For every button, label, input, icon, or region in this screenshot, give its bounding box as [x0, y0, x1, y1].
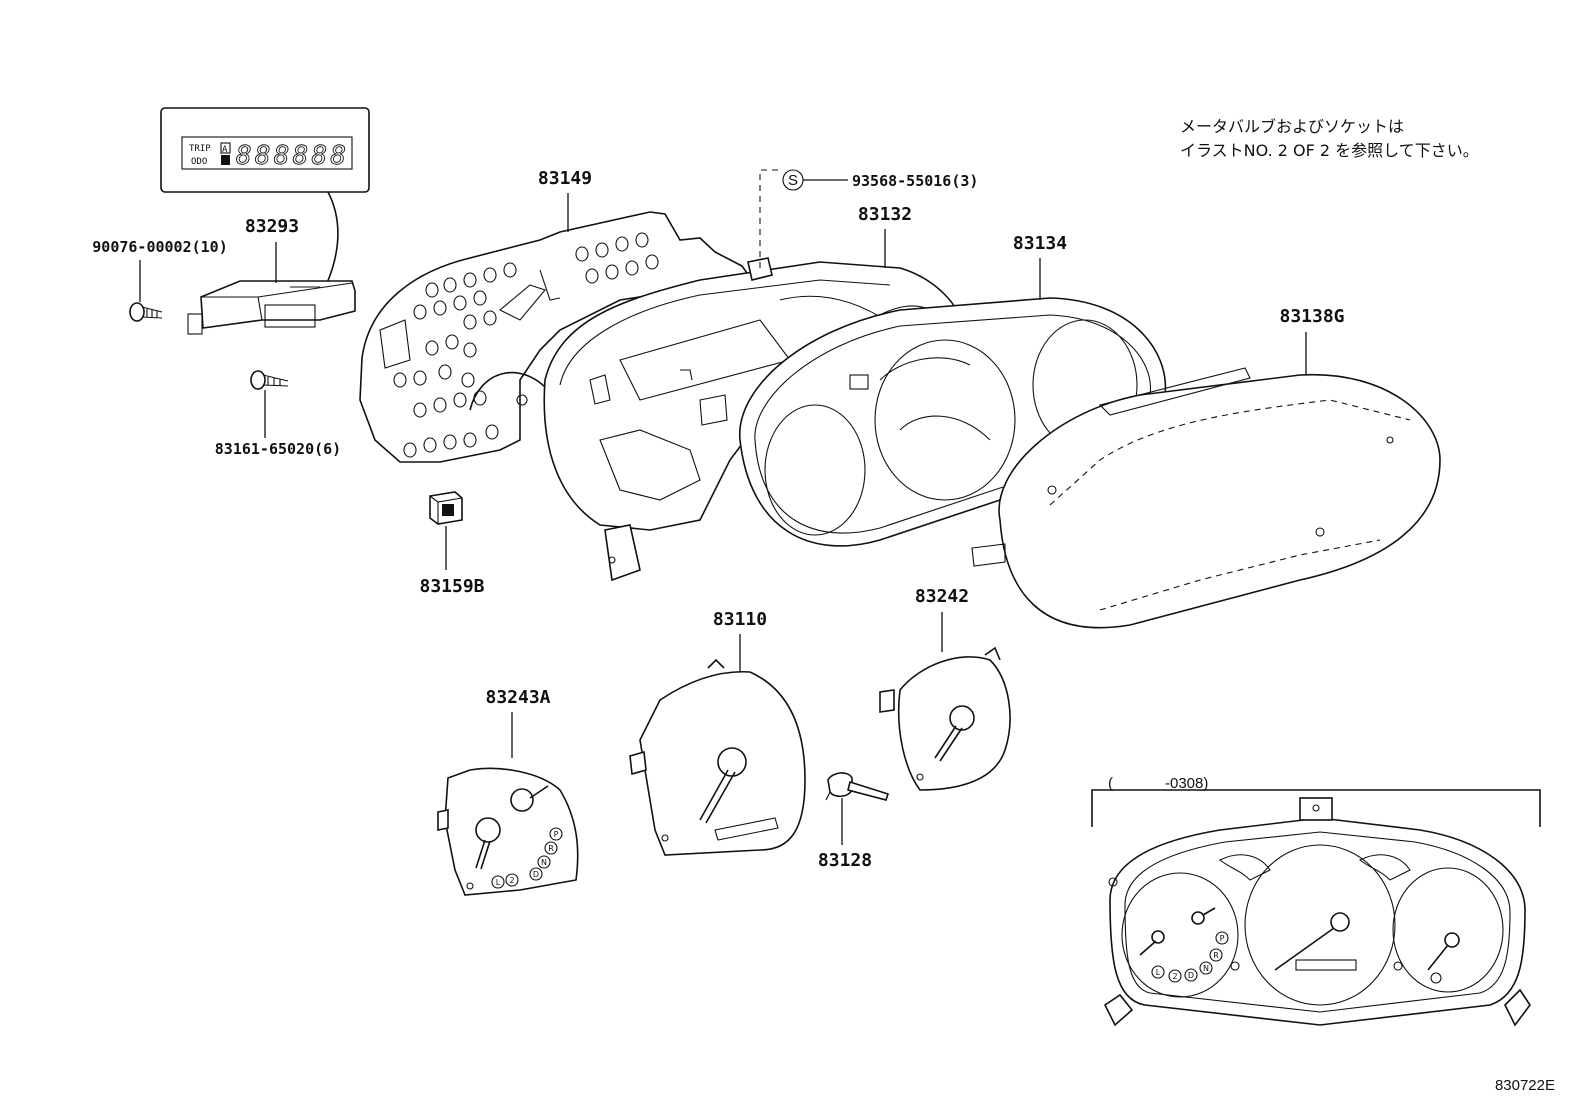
- odometer-display-module: [187, 280, 356, 335]
- trip-odo-callout: TRIP ODO A 888888: [160, 107, 370, 299]
- gear-letter-L: L: [1156, 968, 1161, 977]
- inset-label-range: -0308): [1165, 775, 1208, 792]
- label-90076: 90076-00002(10): [92, 238, 227, 256]
- odo-label: ODO: [191, 157, 207, 167]
- gear-letter-R: R: [548, 844, 554, 853]
- gear-letter-2: 2: [1172, 972, 1177, 981]
- gear-letter-P: P: [1220, 934, 1225, 943]
- label-83161: 83161-65020(6): [215, 440, 341, 458]
- screw-83161: [250, 370, 289, 390]
- label-83134: 83134: [1013, 233, 1067, 254]
- gauge-dial-83242: [879, 646, 1011, 791]
- label-83243a: 83243A: [485, 687, 550, 708]
- odometer-digits: 888888: [236, 141, 346, 171]
- label-83242: 83242: [915, 586, 969, 607]
- gear-letter-N: N: [1203, 964, 1209, 973]
- label-83293: 83293: [245, 216, 299, 237]
- label-83110: 83110: [713, 609, 767, 630]
- printed-circuit-plate: [359, 211, 754, 463]
- meter-glass: [971, 367, 1441, 629]
- gear-letter-N: N: [541, 858, 547, 867]
- gear-letter-R: R: [1213, 951, 1219, 960]
- note-line-1: メータバルブおよびソケットは: [1180, 117, 1404, 136]
- gear-letter-P: P: [554, 830, 559, 839]
- label-83138g: 83138G: [1279, 306, 1344, 327]
- screw-symbol: S: [788, 172, 798, 189]
- inset-label-open: (: [1108, 775, 1113, 792]
- drawing-number: 830722E: [1495, 1077, 1555, 1094]
- screw-90076: [129, 302, 163, 322]
- trip-label: TRIP: [189, 144, 211, 154]
- screw-93568-callout: S: [759, 169, 848, 268]
- gear-letter-D: D: [1188, 971, 1194, 980]
- label-83132: 83132: [858, 204, 912, 225]
- label-83159b: 83159B: [419, 576, 484, 597]
- speedometer-dial: [629, 658, 806, 856]
- bulb-socket-note: メータバルブおよびソケットは イラストNO. 2 OF 2 を参照して下さい。: [1180, 117, 1479, 160]
- note-line-2: イラストNO. 2 OF 2 を参照して下さい。: [1180, 141, 1479, 160]
- a-indicator: A: [222, 145, 228, 155]
- pointer-83128: [825, 772, 890, 801]
- gear-letter-2: 2: [509, 876, 514, 885]
- label-93568: 93568-55016(3): [852, 172, 978, 190]
- gear-letter-L: L: [496, 878, 501, 887]
- socket-83159b: [429, 491, 463, 525]
- label-83128: 83128: [818, 850, 872, 871]
- gear-letter-D: D: [533, 870, 539, 879]
- label-83149: 83149: [538, 168, 592, 189]
